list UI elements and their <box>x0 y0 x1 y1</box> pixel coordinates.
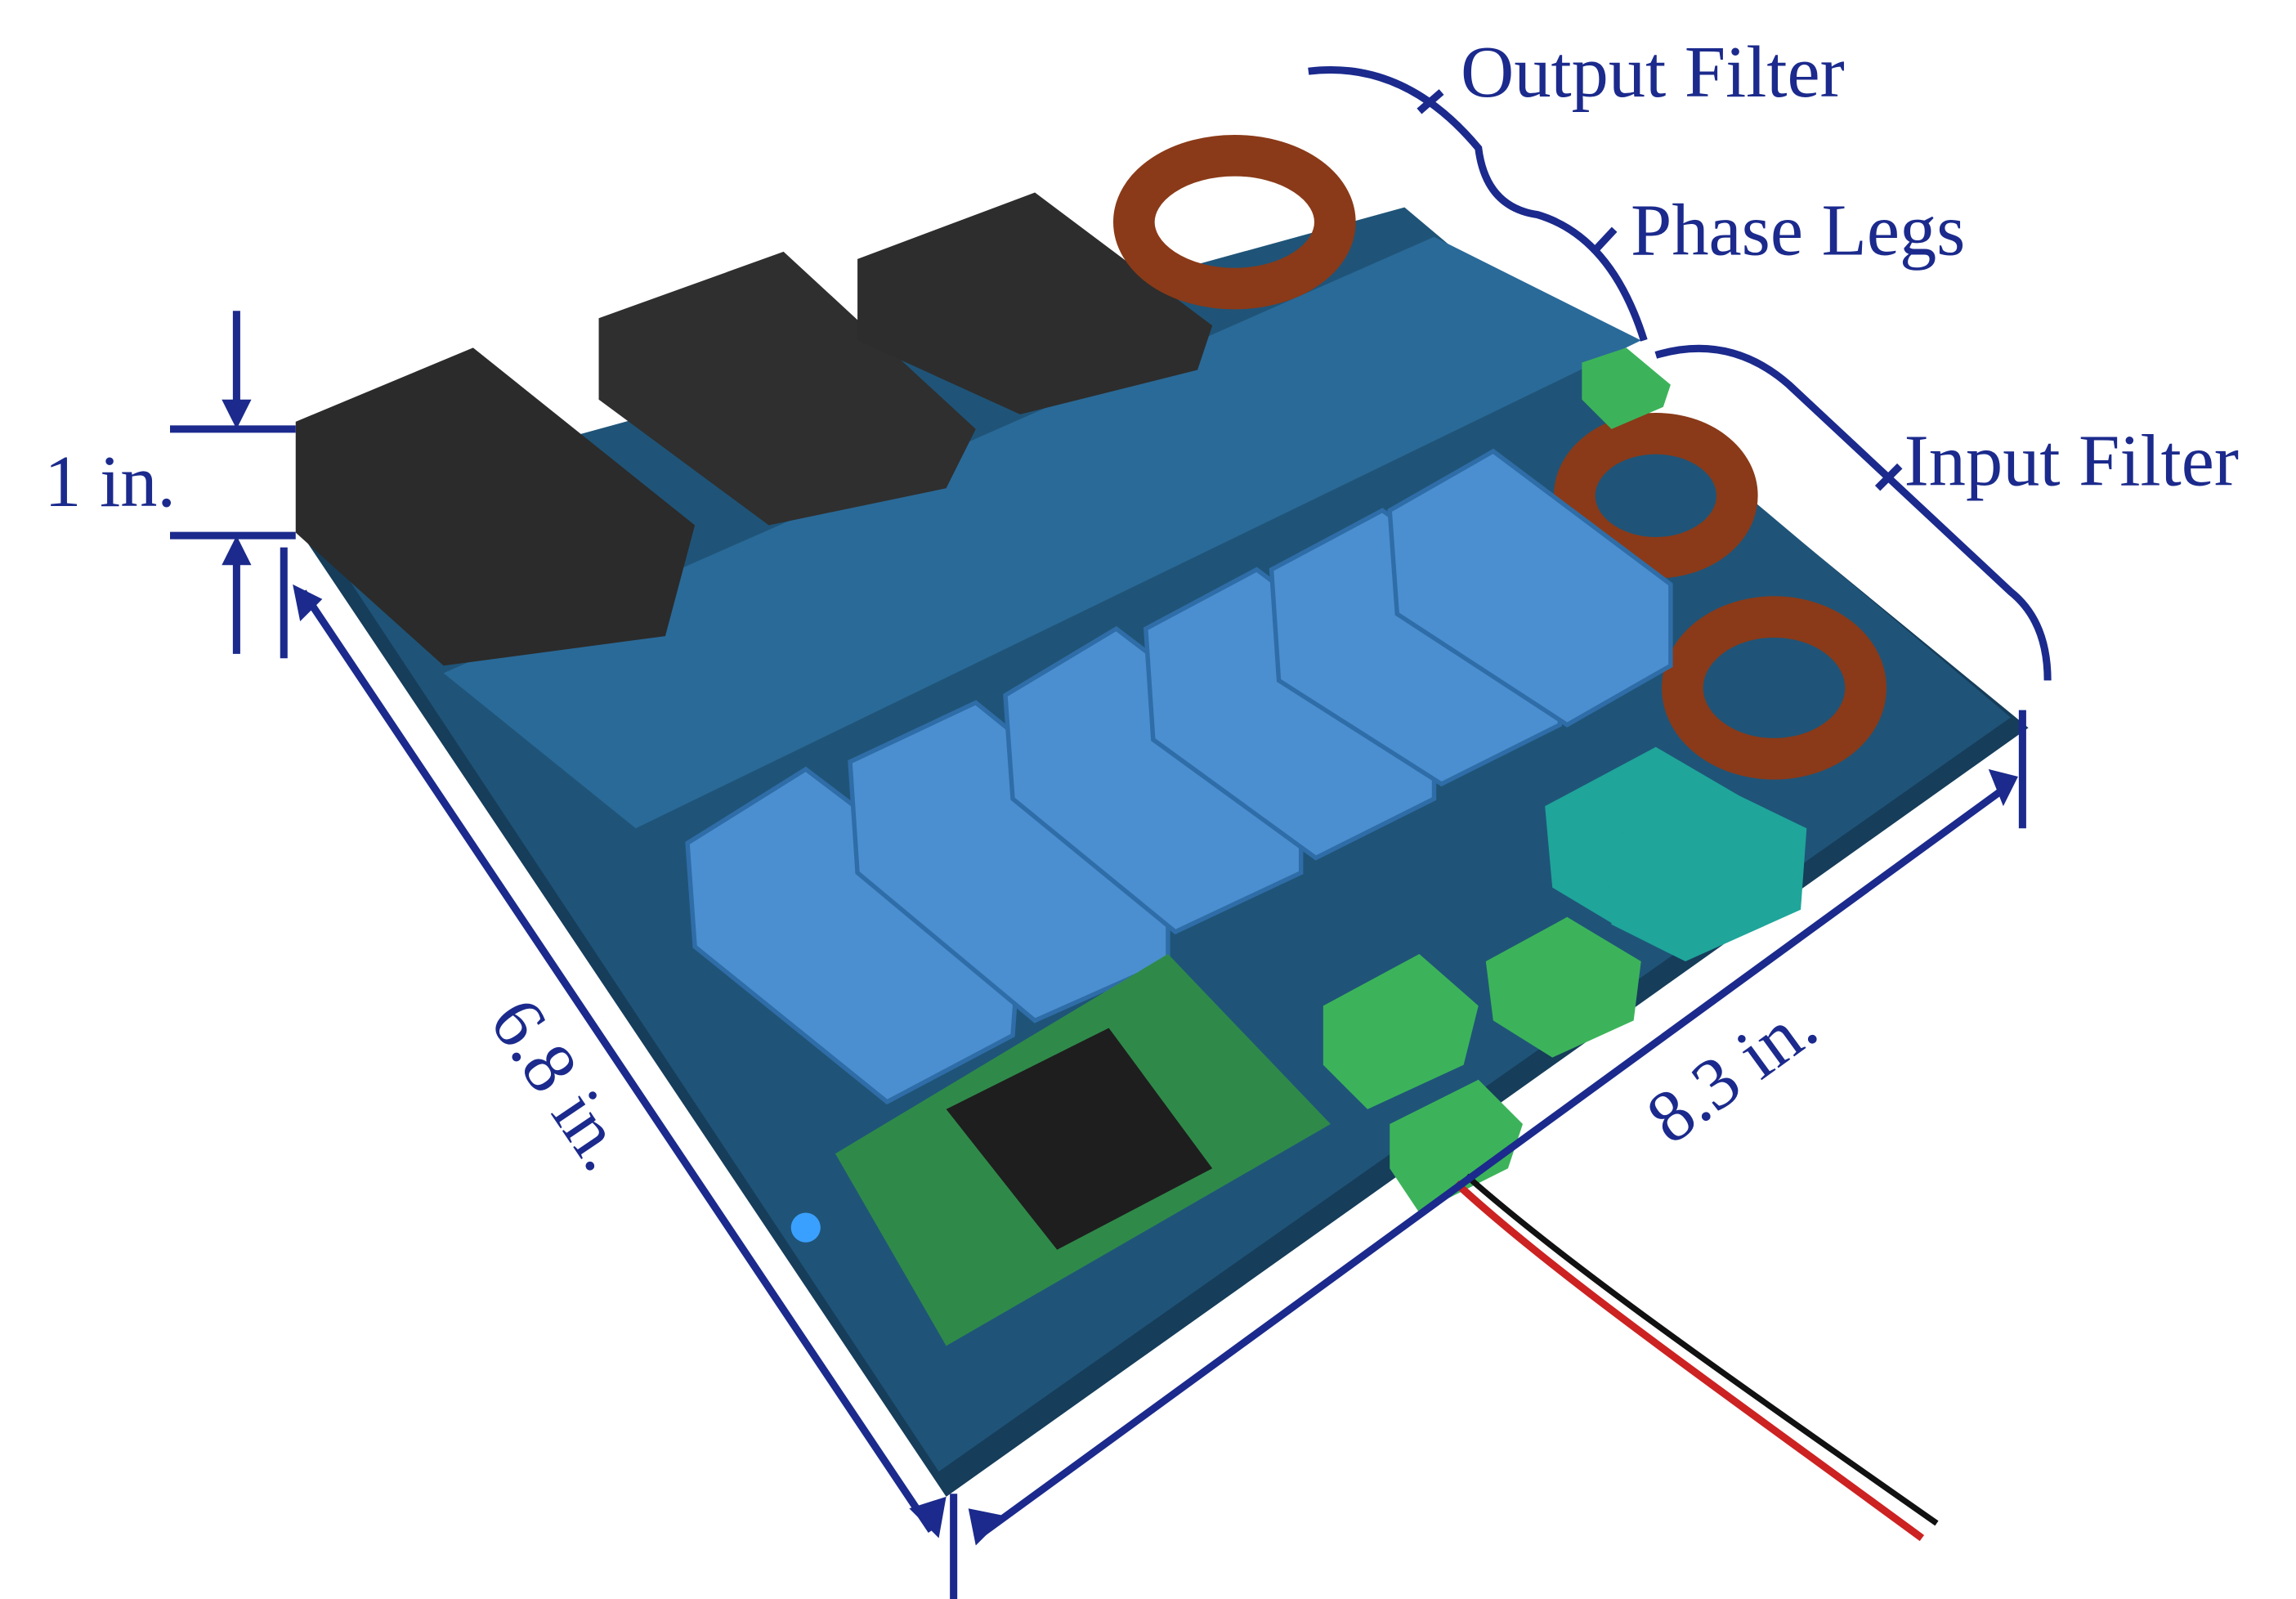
label-width: 8.3 in. <box>1631 983 1831 1159</box>
status-led <box>790 1212 821 1243</box>
output-inductors <box>295 192 1213 666</box>
label-depth: 6.8 in. <box>474 983 647 1185</box>
label-output-filter: Output Filter <box>1461 30 1845 113</box>
arrowheads <box>222 399 2018 1546</box>
control-board-pcb <box>443 236 1641 829</box>
dc-link-capacitors <box>685 448 1673 1105</box>
toroid-inductors <box>1112 134 1886 780</box>
label-height: 1 in. <box>44 440 176 522</box>
label-phase-legs: Phase Legs <box>1631 188 1965 271</box>
terminal-connectors <box>1323 347 1671 1213</box>
power-cable <box>1453 1180 1925 1542</box>
dimension-lines <box>170 65 2052 1599</box>
power-cable-black <box>1464 1173 1939 1526</box>
label-input-filter: Input Filter <box>1904 419 2239 502</box>
processor-chip <box>946 1028 1213 1250</box>
input-film-capacitors <box>1545 746 1807 962</box>
